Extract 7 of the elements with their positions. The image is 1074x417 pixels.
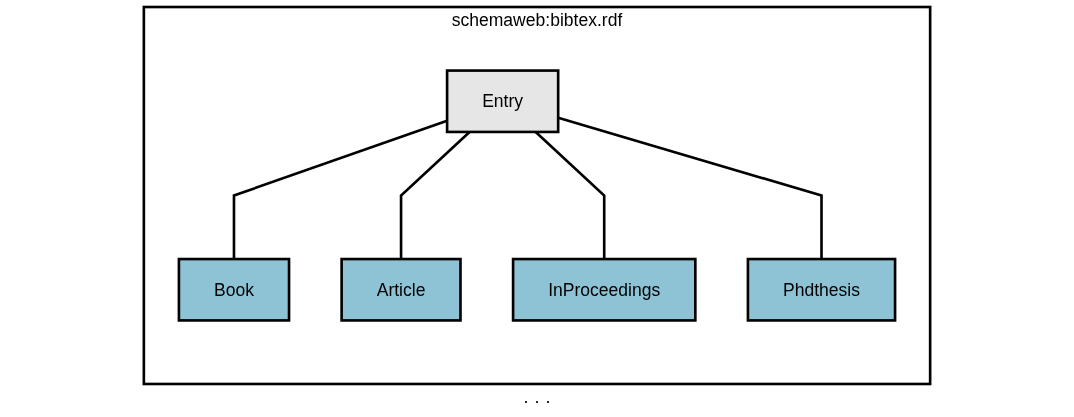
node-box: InProceedings [511,257,697,322]
node-box: Book [177,257,291,322]
node-box: Entry [445,69,560,134]
connector [232,119,448,260]
node-box: Phdthesis [746,257,897,322]
ellipsis-text: · · · [523,391,551,411]
node-box: Article [340,257,462,322]
